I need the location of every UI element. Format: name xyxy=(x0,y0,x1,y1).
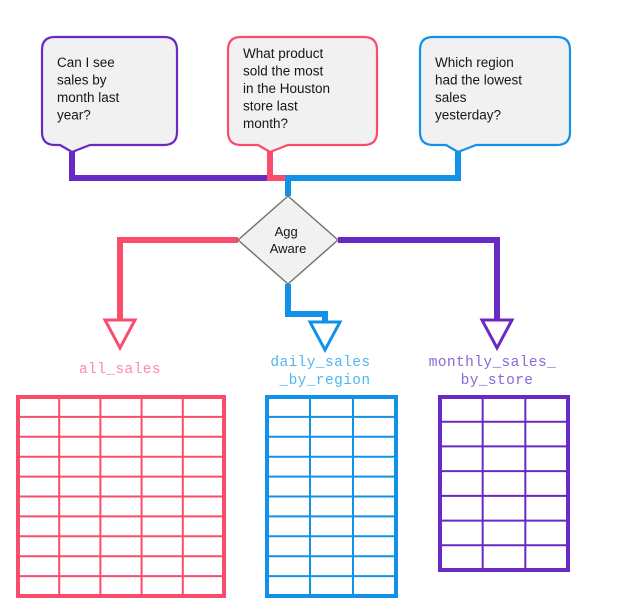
question-bubble-region-lowest[interactable]: Which region had the lowest sales yester… xyxy=(418,35,572,154)
question-bubble-month-sales-text: Can I see sales by month last year? xyxy=(57,55,153,123)
table-outline xyxy=(438,395,570,572)
agg-aware-label: Agg Aware xyxy=(270,224,307,256)
edge-purple-top-path xyxy=(69,152,270,181)
agg-aware-node[interactable]: Agg Aware xyxy=(236,195,340,285)
edge-pink-top-path xyxy=(267,150,288,181)
table-grid-all-sales[interactable] xyxy=(16,395,226,598)
edge-router-to-daily-sales xyxy=(285,284,343,354)
edge-router-to-monthly-sales xyxy=(338,237,515,352)
question-bubble-houston-product[interactable]: What product sold the most in the Housto… xyxy=(226,35,379,154)
edge-blue-out-path xyxy=(285,284,328,322)
arrowhead-daily-sales xyxy=(307,320,343,354)
edge-router-to-all-sales xyxy=(102,237,238,352)
question-bubble-month-sales[interactable]: Can I see sales by month last year? xyxy=(40,35,179,154)
question-bubble-region-lowest-text: Which region had the lowest sales yester… xyxy=(435,55,556,123)
question-bubble-houston-product-text: What product sold the most in the Housto… xyxy=(243,46,364,131)
question-bubble-houston-product-body xyxy=(226,35,379,154)
edge-question-month-to-router xyxy=(69,152,270,181)
edge-purple-out-path xyxy=(338,237,500,320)
edge-blue-top-path xyxy=(285,152,461,196)
table-label-all-sales: all_sales xyxy=(79,362,161,378)
table-label-monthly-sales-by-store: monthly_sales_ by_store xyxy=(429,355,566,389)
question-bubble-month-sales-body xyxy=(40,35,179,154)
agg-aware-diamond-shape xyxy=(236,195,340,285)
arrowhead-all-sales xyxy=(102,318,138,352)
table-label-daily-sales-by-region: daily_sales _by_region xyxy=(270,355,379,389)
question-bubble-region-lowest-body xyxy=(418,35,572,154)
table-grid-daily-sales-by-region[interactable] xyxy=(265,395,398,598)
edge-pink-out-path xyxy=(117,237,238,320)
arrowhead-monthly-sales xyxy=(479,318,515,352)
edge-question-region-to-router xyxy=(285,152,461,196)
edge-question-houston-to-router xyxy=(267,150,288,181)
table-grid-monthly-sales-by-store[interactable] xyxy=(438,395,570,572)
